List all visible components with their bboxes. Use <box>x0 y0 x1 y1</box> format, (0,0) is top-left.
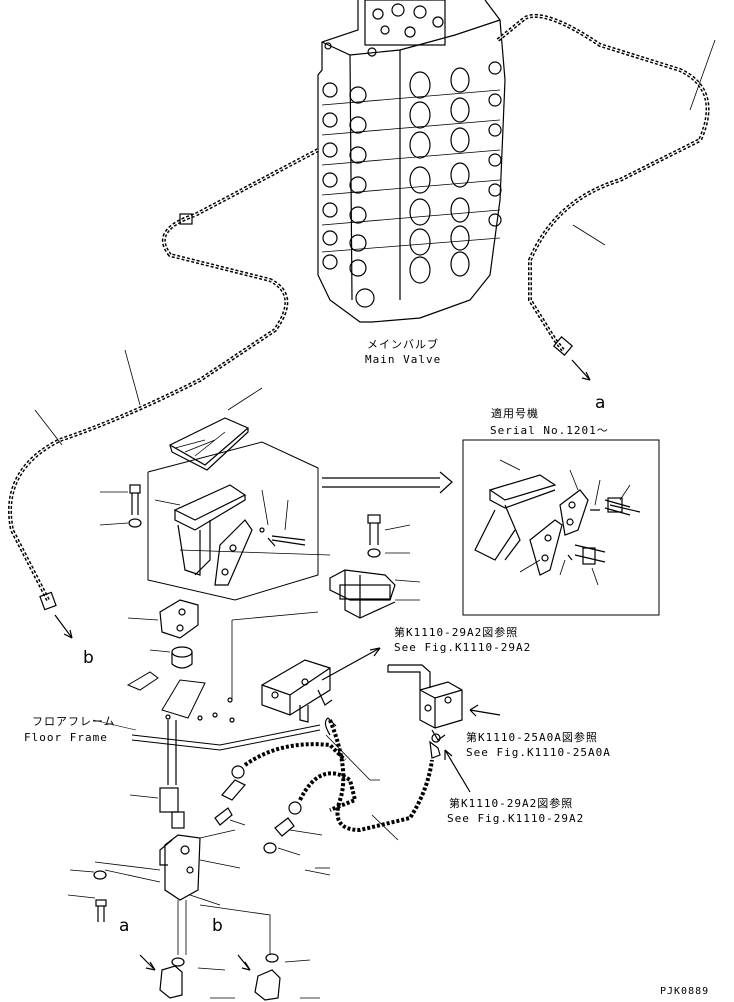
solenoid-bracket <box>387 664 501 793</box>
connector-a-top: a <box>595 393 606 413</box>
bracket-block <box>127 599 199 639</box>
lower-components <box>67 611 331 1001</box>
main-valve-label-en: Main Valve <box>365 353 442 366</box>
connector-a-bottom: a <box>119 916 130 936</box>
main-valve-drawing <box>317 0 506 323</box>
pilot-valve-block <box>261 647 381 736</box>
ref2-label-en: See Fig.K1110-25A0A <box>466 746 611 759</box>
serial-label-jp: 適用号機 <box>491 407 539 420</box>
main-valve-label-jp: メインバルブ <box>367 338 439 351</box>
arrow-to-serial <box>322 471 453 494</box>
ref1-label-en: See Fig.K1110-29A2 <box>394 641 532 654</box>
ref3-label-en: See Fig.K1110-29A2 <box>447 812 585 825</box>
ref1-label-jp: 第K1110-29A2図参照 <box>394 626 519 639</box>
pedal-assembly-box <box>147 441 331 601</box>
drawing-code: PJK0889 <box>660 986 710 997</box>
hose-left <box>8 148 319 639</box>
serial-pedal-parts <box>474 459 641 586</box>
pedal-sensor-assembly <box>329 514 421 619</box>
connector-b-left: b <box>83 648 94 668</box>
ref3-label-jp: 第K1110-29A2図参照 <box>449 797 574 810</box>
hose-right <box>496 13 716 381</box>
ref2-label-jp: 第K1110-25A0A図参照 <box>466 731 598 744</box>
pedal-pad <box>168 387 263 471</box>
bolt-left <box>99 484 142 528</box>
serial-label-en: Serial No.1201〜 <box>490 424 609 437</box>
floor-frame-label-en: Floor Frame <box>24 731 108 744</box>
serial-box <box>462 439 660 616</box>
connector-b-bottom: b <box>212 916 223 936</box>
valve-spool-rows <box>321 61 502 308</box>
lower-hoses <box>243 719 434 841</box>
floor-frame-label-jp: フロアフレーム <box>32 715 116 728</box>
